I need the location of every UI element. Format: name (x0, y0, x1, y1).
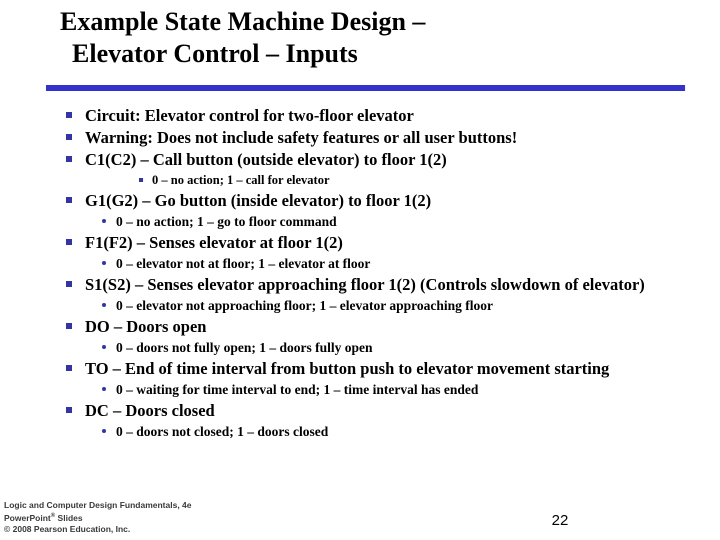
list-item-label: G1(G2) – Go button (inside elevator) to … (85, 191, 432, 210)
bullet-dot-icon (102, 345, 106, 349)
title-divider-bar (46, 85, 685, 91)
bullet-list: Circuit: Elevator control for two-floor … (0, 105, 720, 442)
list-item: 0 – no action; 1 – go to floor command (0, 212, 720, 231)
registered-trademark-icon: ® (50, 513, 56, 519)
bullet-dot-icon (102, 429, 106, 433)
bullet-square-icon (66, 112, 72, 118)
page-number: 22 (551, 512, 569, 529)
list-item: TO – End of time interval from button pu… (0, 358, 720, 379)
list-item: C1(C2) – Call button (outside elevator) … (0, 149, 720, 170)
bullet-square-icon (66, 323, 72, 329)
list-item: 0 – doors not closed; 1 – doors closed (0, 422, 720, 441)
list-item-label: 0 – doors not fully open; 1 – doors full… (116, 340, 373, 355)
list-item: DC – Doors closed (0, 400, 720, 421)
bullet-dot-icon (102, 261, 106, 265)
list-item-label: C1(C2) – Call button (outside elevator) … (85, 150, 447, 169)
footer-credit-line-2: PowerPoint® Slides (4, 511, 324, 524)
list-item-label: DC – Doors closed (85, 401, 215, 420)
list-item: 0 – doors not fully open; 1 – doors full… (0, 338, 720, 357)
bullet-square-icon (66, 407, 72, 413)
list-item-label: 0 – no action; 1 – go to floor command (116, 214, 337, 229)
list-item-label: Warning: Does not include safety feature… (85, 128, 518, 147)
list-item: 0 – waiting for time interval to end; 1 … (0, 380, 720, 399)
slide-title-line-1: Example State Machine Design – (60, 7, 426, 36)
list-item: S1(S2) – Senses elevator approaching flo… (0, 274, 720, 295)
list-item-label: 0 – no action; 1 – call for elevator (152, 173, 330, 187)
list-item: Circuit: Elevator control for two-floor … (0, 105, 720, 126)
bullet-square-icon (66, 156, 72, 162)
slide-title-line-2: Elevator Control – Inputs (72, 39, 358, 68)
footer-credit-line-3: © 2008 Pearson Education, Inc. (4, 523, 131, 534)
bullet-square-icon (66, 239, 72, 245)
footer-credit: Logic and Computer Design Fundamentals, … (4, 500, 324, 535)
list-item: 0 – elevator not at floor; 1 – elevator … (0, 254, 720, 273)
bullet-square-icon (66, 197, 72, 203)
bullet-dot-icon (102, 387, 106, 391)
footer-credit-line-2-text: PowerPoint (4, 512, 51, 523)
list-item: F1(F2) – Senses elevator at floor 1(2) (0, 232, 720, 253)
list-item: G1(G2) – Go button (inside elevator) to … (0, 190, 720, 211)
list-item: 0 – no action; 1 – call for elevator (0, 171, 720, 189)
list-item-label: 0 – elevator not approaching floor; 1 – … (116, 298, 493, 313)
list-item: Warning: Does not include safety feature… (0, 127, 720, 148)
list-item-label: Circuit: Elevator control for two-floor … (85, 106, 414, 125)
bullet-square-icon (139, 178, 143, 182)
list-item-label: 0 – elevator not at floor; 1 – elevator … (116, 256, 371, 271)
bullet-dot-icon (102, 219, 106, 223)
list-item-label: 0 – doors not closed; 1 – doors closed (116, 424, 329, 439)
list-item-label: TO – End of time interval from button pu… (85, 359, 610, 378)
bullet-square-icon (66, 281, 72, 287)
list-item-label: 0 – waiting for time interval to end; 1 … (116, 382, 479, 397)
list-item-label: DO – Doors open (85, 317, 207, 336)
list-item: DO – Doors open (0, 316, 720, 337)
footer-credit-line-2-suffix: Slides (55, 512, 83, 523)
bullet-dot-icon (102, 303, 106, 307)
bullet-square-icon (66, 365, 72, 371)
list-item-label: S1(S2) – Senses elevator approaching flo… (85, 275, 645, 294)
list-item-label: F1(F2) – Senses elevator at floor 1(2) (85, 233, 343, 252)
slide-title: Example State Machine Design – Elevator … (0, 6, 720, 70)
bullet-square-icon (66, 134, 72, 140)
footer-credit-line-1: Logic and Computer Design Fundamentals, … (4, 500, 192, 510)
list-item: 0 – elevator not approaching floor; 1 – … (0, 296, 720, 315)
